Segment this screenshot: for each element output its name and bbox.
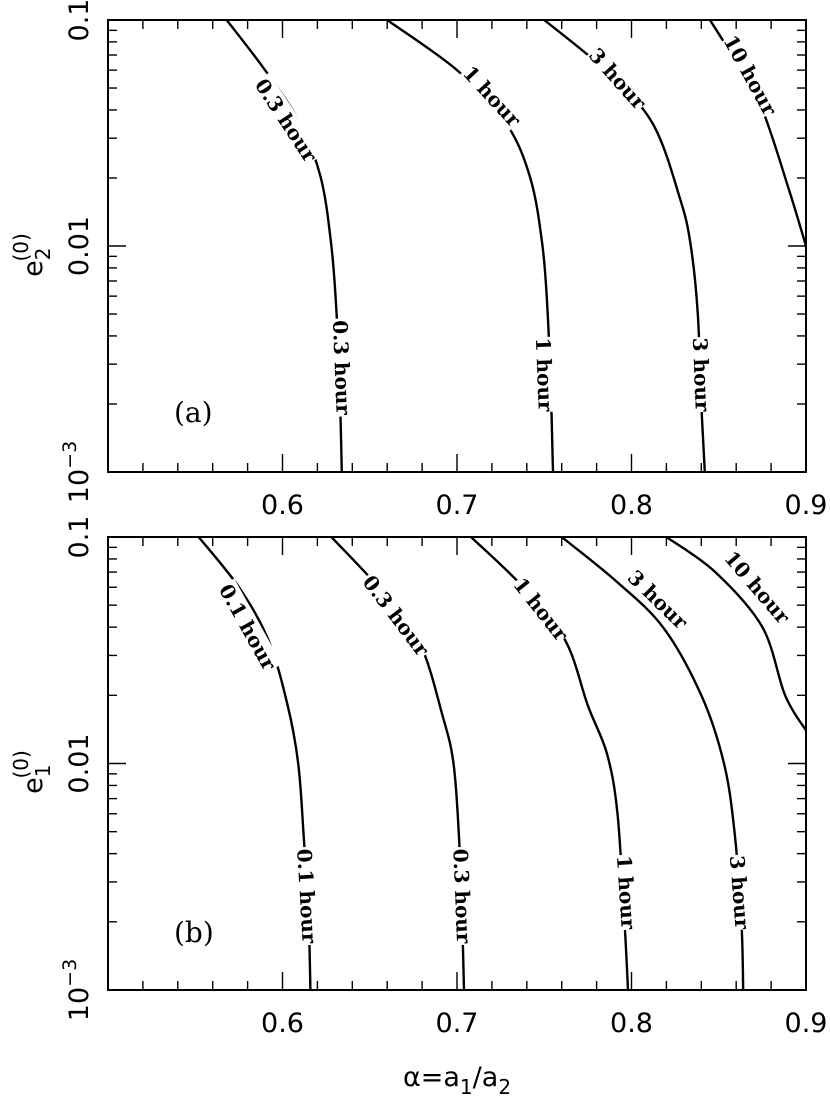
contour-line bbox=[665, 537, 806, 732]
contour-label-bg bbox=[719, 546, 795, 628]
contour-label-bg bbox=[213, 578, 282, 676]
contour-label-group: 0.3 hour bbox=[327, 318, 356, 417]
contour-label: 1 hour bbox=[508, 573, 573, 646]
contour-label-group: 1 hour bbox=[457, 60, 527, 132]
panel-a: 0.6 0.7 0.8 0.9 10−3 0.01 0.1 e2(0) (a) 0.3 hour 0… bbox=[9, 0, 827, 521]
contour-label-group: 3 hour bbox=[687, 336, 715, 413]
contour-label-group: 10 hour bbox=[719, 31, 783, 120]
contour-label: 3 hour bbox=[688, 337, 715, 412]
x-tick-label: 0.7 bbox=[436, 1008, 479, 1039]
contour-label: 3 hour bbox=[584, 43, 651, 114]
contour-label-bg bbox=[249, 72, 323, 168]
x-tick-label: 0.9 bbox=[785, 1008, 828, 1039]
contour-label-group: 0.3 hour bbox=[448, 846, 477, 946]
contour-label-bg bbox=[448, 846, 477, 946]
x-axis-label-text: α=a1/a2 bbox=[403, 1062, 511, 1099]
y-tick-label: 0.1 bbox=[64, 516, 95, 559]
contour-label: 0.1 hour bbox=[292, 848, 321, 944]
contour-label-group: 3 hour bbox=[622, 564, 693, 635]
contour-label-bg bbox=[356, 569, 436, 662]
contour-label: 1 hour bbox=[531, 337, 558, 412]
panel-label: (a) bbox=[174, 396, 213, 429]
y-tick-label: 0.01 bbox=[64, 216, 95, 276]
y-tick-label: 0.1 bbox=[64, 0, 95, 41]
contour-label-bg bbox=[724, 853, 755, 931]
x-tick-label: 0.6 bbox=[261, 1008, 304, 1039]
contour-label-group: 0.1 hour bbox=[292, 846, 322, 946]
contour-label: 0.1 hour bbox=[214, 580, 281, 675]
contour-label-bg bbox=[622, 564, 693, 635]
y-tick-label: 10−3 bbox=[59, 959, 95, 1021]
contour-label: 1 hour bbox=[612, 855, 641, 931]
contour-label-bg bbox=[611, 854, 641, 931]
contour-label: 1 hour bbox=[458, 61, 526, 132]
contour-label: 0.3 hour bbox=[328, 320, 356, 416]
contour-label-bg bbox=[457, 60, 527, 132]
contour-label-group: 1 hour bbox=[530, 336, 558, 413]
contour-label-bg bbox=[718, 31, 782, 119]
contour-label: 3 hour bbox=[725, 855, 755, 931]
contour-label-group: 3 hour bbox=[583, 42, 652, 115]
x-tick-label: 0.9 bbox=[785, 490, 828, 521]
contour-label-bg bbox=[687, 336, 715, 413]
contour-label-bg bbox=[583, 42, 652, 115]
contour-label-bg bbox=[508, 572, 574, 647]
y-axis-label: e1(0) bbox=[9, 750, 55, 794]
contour-line bbox=[225, 20, 343, 472]
contour-line bbox=[708, 20, 806, 248]
contour-label-group: 3 hour bbox=[724, 853, 755, 931]
y-tick-label: 0.01 bbox=[64, 733, 95, 793]
contour-label: 0.3 hour bbox=[358, 570, 435, 660]
panel-b: 0.6 0.7 0.8 0.9 10−3 0.01 0.1 e1(0) (b) 0.1 hour 0… bbox=[9, 516, 827, 1039]
contour-line bbox=[197, 537, 312, 990]
contour-label-group: 0.1 hour bbox=[213, 578, 282, 676]
contour-label-group: 0.3 hour bbox=[356, 569, 436, 662]
x-tick-label: 0.6 bbox=[261, 490, 304, 521]
x-tick-label: 0.8 bbox=[610, 490, 653, 521]
contour-label-bg bbox=[327, 318, 356, 417]
contour-label-bg bbox=[530, 336, 558, 413]
panel-label: (b) bbox=[174, 916, 214, 949]
contour-label: 0.3 hour bbox=[250, 74, 322, 167]
contour-label-group: 1 hour bbox=[508, 572, 574, 647]
y-axis-label: e2(0) bbox=[9, 233, 55, 277]
contour-label: 0.3 hour bbox=[448, 848, 476, 944]
y-tick-label: 10−3 bbox=[59, 441, 95, 503]
contour-label-bg bbox=[292, 846, 322, 946]
contour-label-group: 1 hour bbox=[611, 854, 641, 931]
contour-label-group: 0.3 hour bbox=[249, 72, 323, 168]
x-tick-label: 0.8 bbox=[610, 1008, 653, 1039]
contour-label: 10 hour bbox=[719, 31, 783, 120]
x-axis-label: α=a1/a2 bbox=[403, 1062, 511, 1099]
x-tick-label: 0.7 bbox=[436, 490, 479, 521]
contour-label: 3 hour bbox=[623, 565, 693, 634]
